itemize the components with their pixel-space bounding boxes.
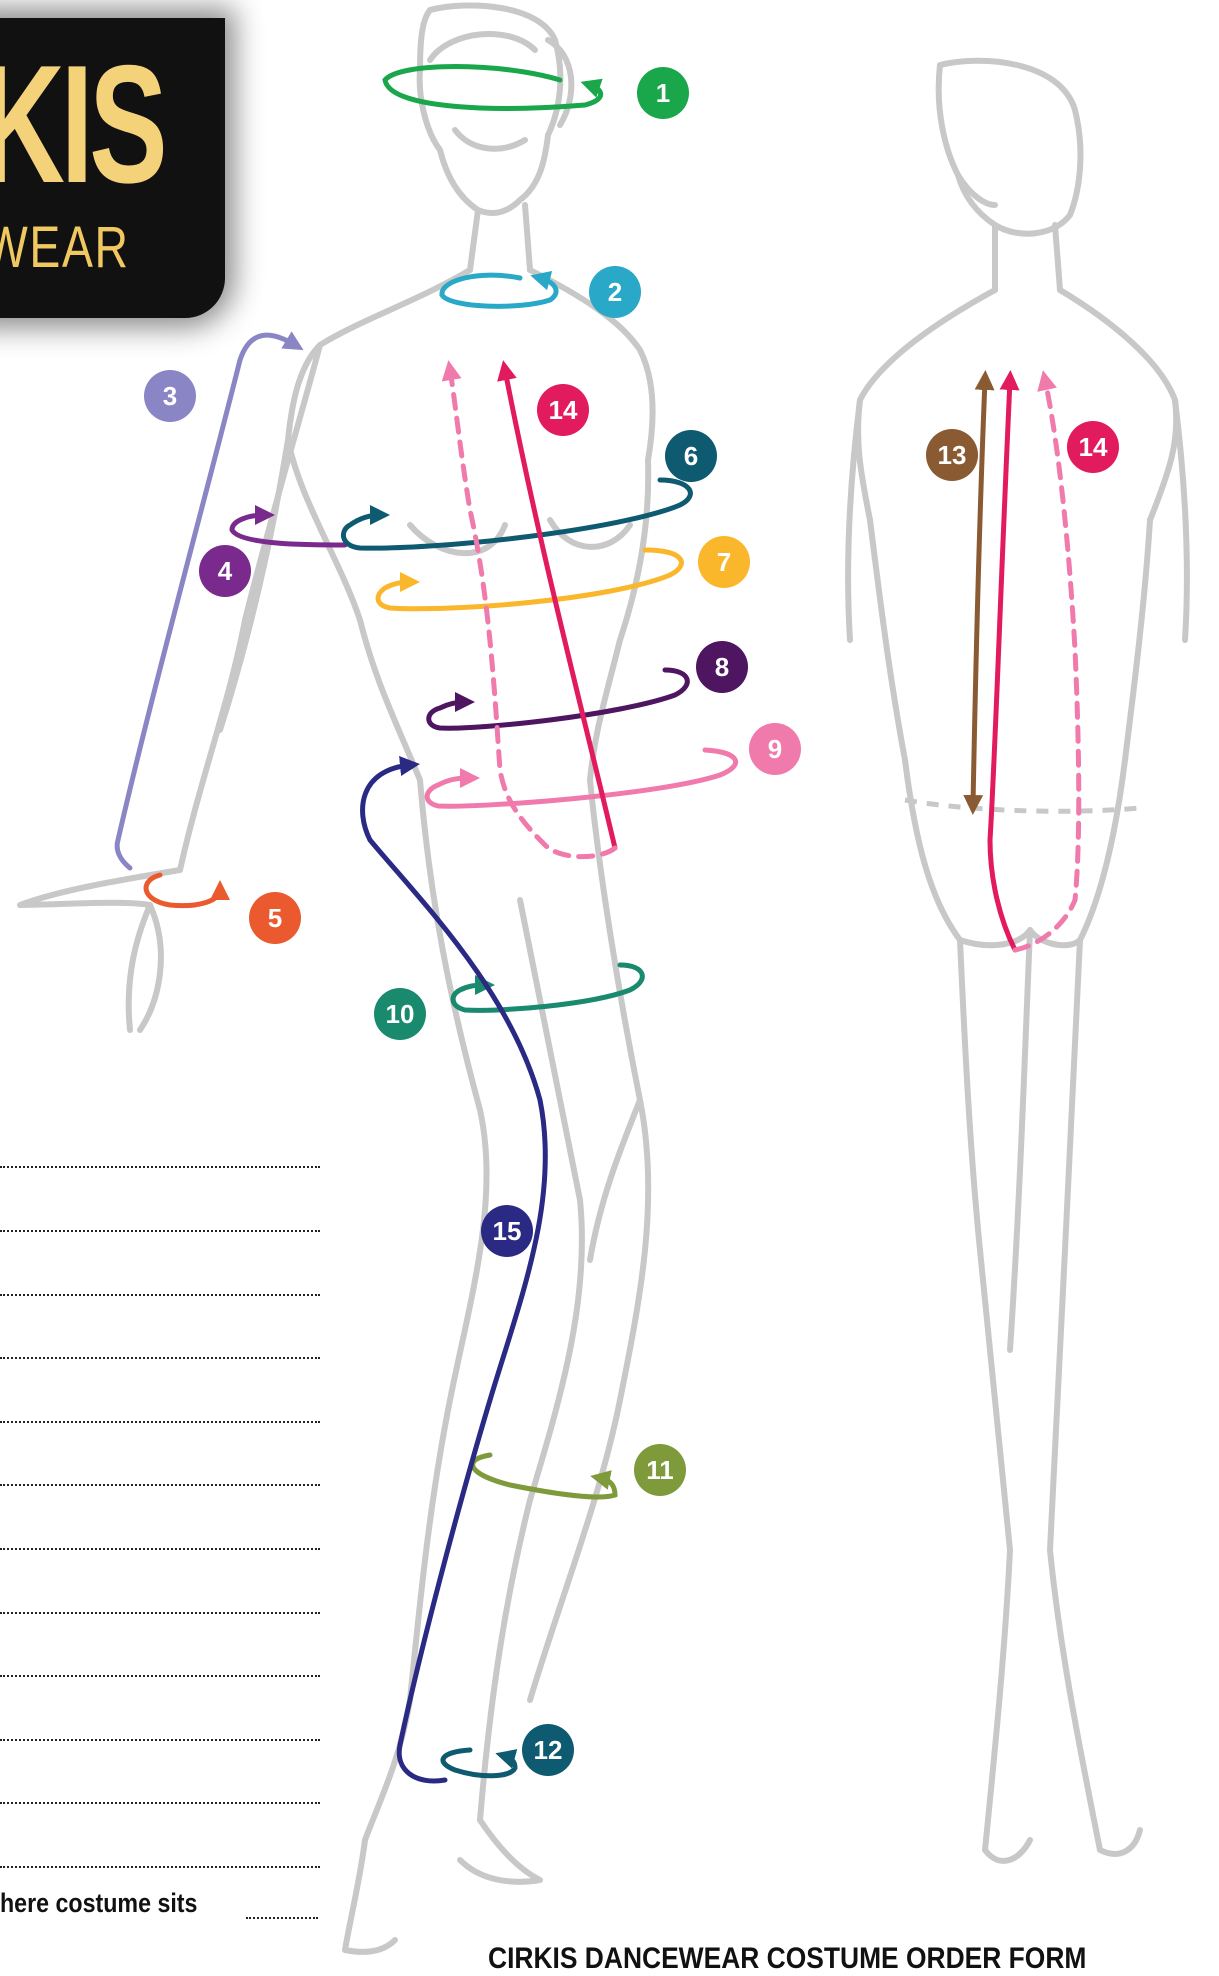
measurement-number-13: 13 xyxy=(938,440,967,470)
measurement-entry-field[interactable] xyxy=(0,1602,320,1614)
measurement-number-2: 2 xyxy=(608,277,622,307)
measurement-number-7: 7 xyxy=(717,547,731,577)
measurement-number-8: 8 xyxy=(715,652,729,682)
measurement-entry-field[interactable] xyxy=(0,1156,320,1168)
measurement-path-14-back-dashed xyxy=(1015,380,1079,950)
measurement-entry-field[interactable] xyxy=(0,1665,320,1677)
measurement-entry-field[interactable] xyxy=(0,1411,320,1423)
measurement-badge-7: 7 xyxy=(698,536,750,588)
measurement-badge-3: 3 xyxy=(144,370,196,422)
measurement-path-5 xyxy=(146,875,220,906)
measurement-badge-9: 9 xyxy=(749,723,801,775)
measurement-path-12 xyxy=(443,1750,515,1776)
front-figure-outline xyxy=(20,5,653,1952)
measurement-badge-14-front: 14 xyxy=(537,384,589,436)
measurement-number-1: 1 xyxy=(656,78,670,108)
measurement-path-6 xyxy=(343,480,690,548)
measurement-entry-field[interactable] xyxy=(0,1284,320,1296)
measurement-badges: 1 2 3 4 5 6 7 8 xyxy=(144,67,1119,1776)
measurement-number-14-back: 14 xyxy=(1079,432,1108,462)
measurement-path-8 xyxy=(429,670,688,728)
measurement-number-10: 10 xyxy=(386,999,415,1029)
measurement-badge-10: 10 xyxy=(374,988,426,1040)
measurement-path-15 xyxy=(363,765,546,1781)
measurement-badge-14-back: 14 xyxy=(1067,421,1119,473)
costume-position-field[interactable] xyxy=(246,1917,318,1919)
measurement-path-14-front xyxy=(505,370,615,848)
measurement-number-12: 12 xyxy=(534,1735,563,1765)
measurement-number-9: 9 xyxy=(768,734,782,764)
measurement-number-5: 5 xyxy=(268,903,282,933)
measurement-number-6: 6 xyxy=(684,441,698,471)
measurement-entry-field[interactable] xyxy=(0,1474,320,1486)
measurement-badge-11: 11 xyxy=(634,1444,686,1496)
costume-position-label: here costume sits xyxy=(0,1888,197,1919)
measurement-badge-13: 13 xyxy=(926,429,978,481)
measurement-entry-field[interactable] xyxy=(0,1347,320,1359)
measurement-number-14-front: 14 xyxy=(549,395,578,425)
measurement-entry-field[interactable] xyxy=(0,1220,320,1232)
measurement-path-3 xyxy=(117,335,295,868)
back-figure-outline xyxy=(848,61,1187,1861)
measurement-badge-4: 4 xyxy=(199,545,251,597)
measurement-badge-8: 8 xyxy=(696,641,748,693)
measurement-badge-6: 6 xyxy=(665,430,717,482)
measurement-badge-5: 5 xyxy=(249,892,301,944)
measurement-badge-15: 15 xyxy=(481,1205,533,1257)
measurement-path-14-back xyxy=(990,380,1015,950)
measurement-number-11: 11 xyxy=(646,1455,674,1485)
measurement-path-9 xyxy=(427,750,736,806)
measurement-badge-1: 1 xyxy=(637,67,689,119)
measurement-entry-field[interactable] xyxy=(0,1729,320,1741)
measurement-path-2 xyxy=(442,275,556,306)
measurement-entry-field[interactable] xyxy=(0,1538,320,1550)
measurement-entry-field[interactable] xyxy=(0,1792,320,1804)
measurement-number-15: 15 xyxy=(493,1216,522,1246)
back-waist-line xyxy=(905,800,1140,811)
form-title: CIRKIS DANCEWEAR COSTUME ORDER FORM xyxy=(488,1942,1086,1976)
measurement-number-3: 3 xyxy=(163,381,177,411)
measurement-badge-2: 2 xyxy=(589,266,641,318)
measurement-entry-field[interactable] xyxy=(0,1856,320,1868)
measurement-badge-12: 12 xyxy=(522,1724,574,1776)
measurement-number-4: 4 xyxy=(218,556,233,586)
